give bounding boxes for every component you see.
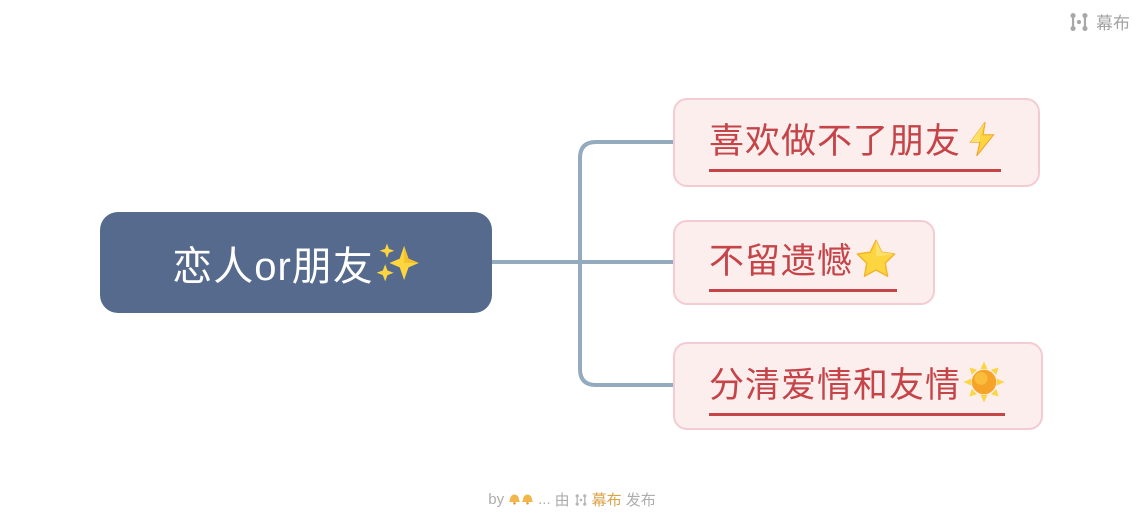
brand-name: 幕布 bbox=[1096, 14, 1130, 33]
attribution-footer: by ... 由 幕布 bbox=[0, 489, 1144, 510]
connector-top bbox=[578, 140, 675, 264]
star-icon bbox=[855, 238, 897, 280]
root-node[interactable]: 恋人or朋友 bbox=[100, 212, 492, 313]
author-emoji-icon bbox=[508, 493, 534, 506]
branch-1-content: 喜欢做不了朋友 bbox=[709, 113, 1002, 172]
branch-2-label: 不留遗憾 bbox=[709, 242, 854, 281]
sun-icon bbox=[963, 361, 1005, 403]
footer-publish-label: 发布 bbox=[625, 492, 656, 509]
footer-ellipsis: ... bbox=[538, 491, 551, 508]
branch-3-content: 分清爱情和友情 bbox=[709, 357, 1006, 416]
sparkles-icon bbox=[376, 241, 420, 285]
branch-2-content: 不留遗憾 bbox=[709, 233, 898, 292]
lightning-bolt-icon bbox=[963, 120, 1001, 158]
footer-via-label: 由 bbox=[554, 492, 570, 509]
branch-node-3[interactable]: 分清爱情和友情 bbox=[673, 342, 1043, 430]
footer-by-label: by bbox=[488, 491, 505, 508]
connector-bottom bbox=[578, 260, 675, 387]
mubu-logo-icon-small bbox=[574, 493, 588, 507]
brand-link[interactable]: 幕布 bbox=[1068, 9, 1130, 34]
branch-node-1[interactable]: 喜欢做不了朋友 bbox=[673, 98, 1040, 187]
branch-node-2[interactable]: 不留遗憾 bbox=[673, 220, 935, 305]
footer-brand-link[interactable]: 幕布 bbox=[591, 492, 622, 509]
branch-1-label: 喜欢做不了朋友 bbox=[709, 122, 962, 161]
mubu-logo-icon bbox=[1068, 11, 1090, 33]
branch-3-label: 分清爱情和友情 bbox=[709, 365, 962, 405]
root-node-label: 恋人or朋友 bbox=[172, 244, 374, 289]
